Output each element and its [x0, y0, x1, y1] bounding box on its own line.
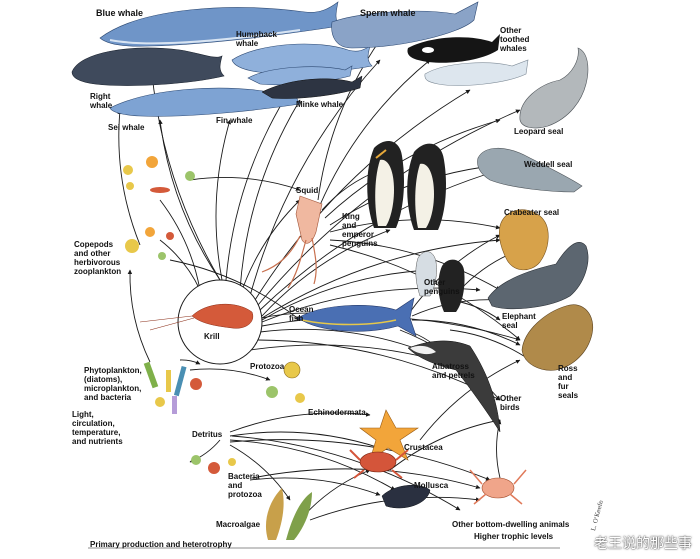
starfish-illustration [359, 409, 419, 461]
label-weddell-seal: Weddell seal [524, 160, 573, 169]
label-phytoplankton: Phytoplankton, (diatoms), microplankton,… [84, 366, 142, 402]
food-web-arrow [317, 39, 381, 201]
label-leopard-seal: Leopard seal [514, 127, 564, 136]
food-web-arrow [169, 259, 301, 321]
food-web-arrow [127, 269, 151, 363]
label-other-bottom: Other bottom-dwelling animals [452, 520, 570, 529]
label-echinodermata: Echinodermata [308, 408, 366, 417]
food-web-arrow [319, 59, 431, 206]
label-copepods: Copepods and other herbivorous zooplankt… [74, 240, 122, 276]
label-mollusca: Mollusca [414, 481, 449, 490]
squid-illustration [261, 195, 323, 289]
sperm-whale-illustration [331, 1, 479, 49]
label-right-whale: Right whale [90, 92, 113, 110]
beluga-illustration [424, 59, 529, 86]
label-albatross: Albatross and petrels [432, 362, 475, 380]
food-web-arrow [225, 89, 291, 281]
mussel-illustration [381, 484, 431, 509]
ocean-fish-illustration [297, 297, 417, 337]
food-web-arrow [158, 119, 221, 281]
food-web-arrow [117, 109, 141, 246]
protozoa-cluster [266, 361, 305, 403]
food-web-arrow [229, 412, 371, 433]
king-penguin-illustration [367, 141, 404, 228]
label-sei-whale: Sei whale [108, 123, 145, 132]
albatross-illustration [407, 340, 501, 433]
label-other-birds: Other birds [500, 394, 522, 412]
label-sperm-whale: Sperm whale [360, 8, 416, 18]
orca-illustration [407, 34, 500, 63]
phytoplankton-cluster [143, 361, 202, 414]
label-krill: Krill [204, 332, 220, 341]
minke-whale-illustration [261, 75, 363, 99]
food-web-arrow [261, 267, 431, 321]
bacteria-cluster [191, 455, 236, 474]
label-humpback-whale: Humpback whale [236, 30, 277, 48]
crabeater-seal-illustration [498, 209, 549, 271]
label-macroalgae: Macroalgae [216, 520, 261, 529]
fur-seal-illustration [521, 304, 594, 371]
label-other-penguins: Other penguins [424, 278, 460, 296]
food-web-arrow [179, 359, 201, 365]
label-blue-whale: Blue whale [96, 8, 144, 18]
food-web-arrow [229, 444, 291, 501]
label-fin-whale: Fin whale [216, 116, 253, 125]
blue-whale-illustration [99, 1, 341, 47]
food-web-arrow [261, 238, 501, 319]
food-web-arrow [259, 328, 421, 351]
elephant-seal-illustration [487, 242, 589, 310]
food-web-arrow [411, 319, 521, 346]
food-web-arrow [259, 169, 501, 311]
emperor-penguin-illustration [407, 143, 446, 230]
food-web-arrow [159, 199, 202, 291]
food-web-arrow [215, 119, 232, 281]
humpback-whale-illustration [231, 43, 373, 86]
food-web-arrow [239, 99, 301, 291]
label-crustacea: Crustacea [404, 443, 443, 452]
bottom-crab-illustration [469, 469, 527, 505]
label-light: Light, circulation, temperature, and nut… [72, 410, 123, 446]
food-web-arrow [231, 435, 461, 511]
macroalgae-illustration [265, 488, 312, 540]
footer-primary-production: Primary production and heterotrophy [90, 540, 232, 549]
label-crabeater-seal: Crabeater seal [504, 208, 560, 217]
food-web-arrow [254, 89, 471, 301]
other-penguins-illustration [415, 251, 465, 312]
label-king-emperor-penguins: King and emperor penguins [342, 212, 378, 248]
label-detritus: Detritus [192, 430, 223, 439]
label-elephant-seal: Elephant seal [502, 312, 536, 330]
label-protozoa: Protozoa [250, 362, 285, 371]
food-web-arrow [324, 118, 501, 219]
food-web-arrow [189, 177, 301, 191]
food-web-arrow [449, 329, 531, 361]
label-other-toothed-whales: Other toothed whales [500, 26, 530, 53]
label-ocean-fish: Ocean fish [289, 305, 314, 323]
food-web-arrow [249, 477, 381, 496]
right-whale-illustration [71, 47, 225, 86]
footer-higher-trophic: Higher trophic levels [474, 532, 554, 541]
watermark-text: 老王说的那些事 [594, 536, 692, 552]
krill-circle [139, 279, 263, 365]
label-minke-whale: Minke whale [296, 100, 344, 109]
food-web-arrow [189, 368, 271, 381]
label-squid: Squid [296, 186, 319, 195]
zooplankton-cluster [123, 156, 195, 260]
crab-illustration [349, 449, 409, 479]
food-web-arrow [261, 229, 391, 317]
label-bacteria-protozoa: Bacteria and protozoa [228, 472, 262, 499]
label-ross-fur-seals: Ross and fur seals [558, 364, 579, 400]
food-web-arrow [229, 439, 396, 491]
food-web-arrow [329, 239, 501, 291]
food-web-arrow [229, 431, 381, 449]
weddell-seal-illustration [477, 147, 583, 193]
leopard-seal-illustration [519, 47, 589, 129]
food-web-arrow [419, 359, 521, 441]
food-web-arrow [389, 418, 501, 471]
